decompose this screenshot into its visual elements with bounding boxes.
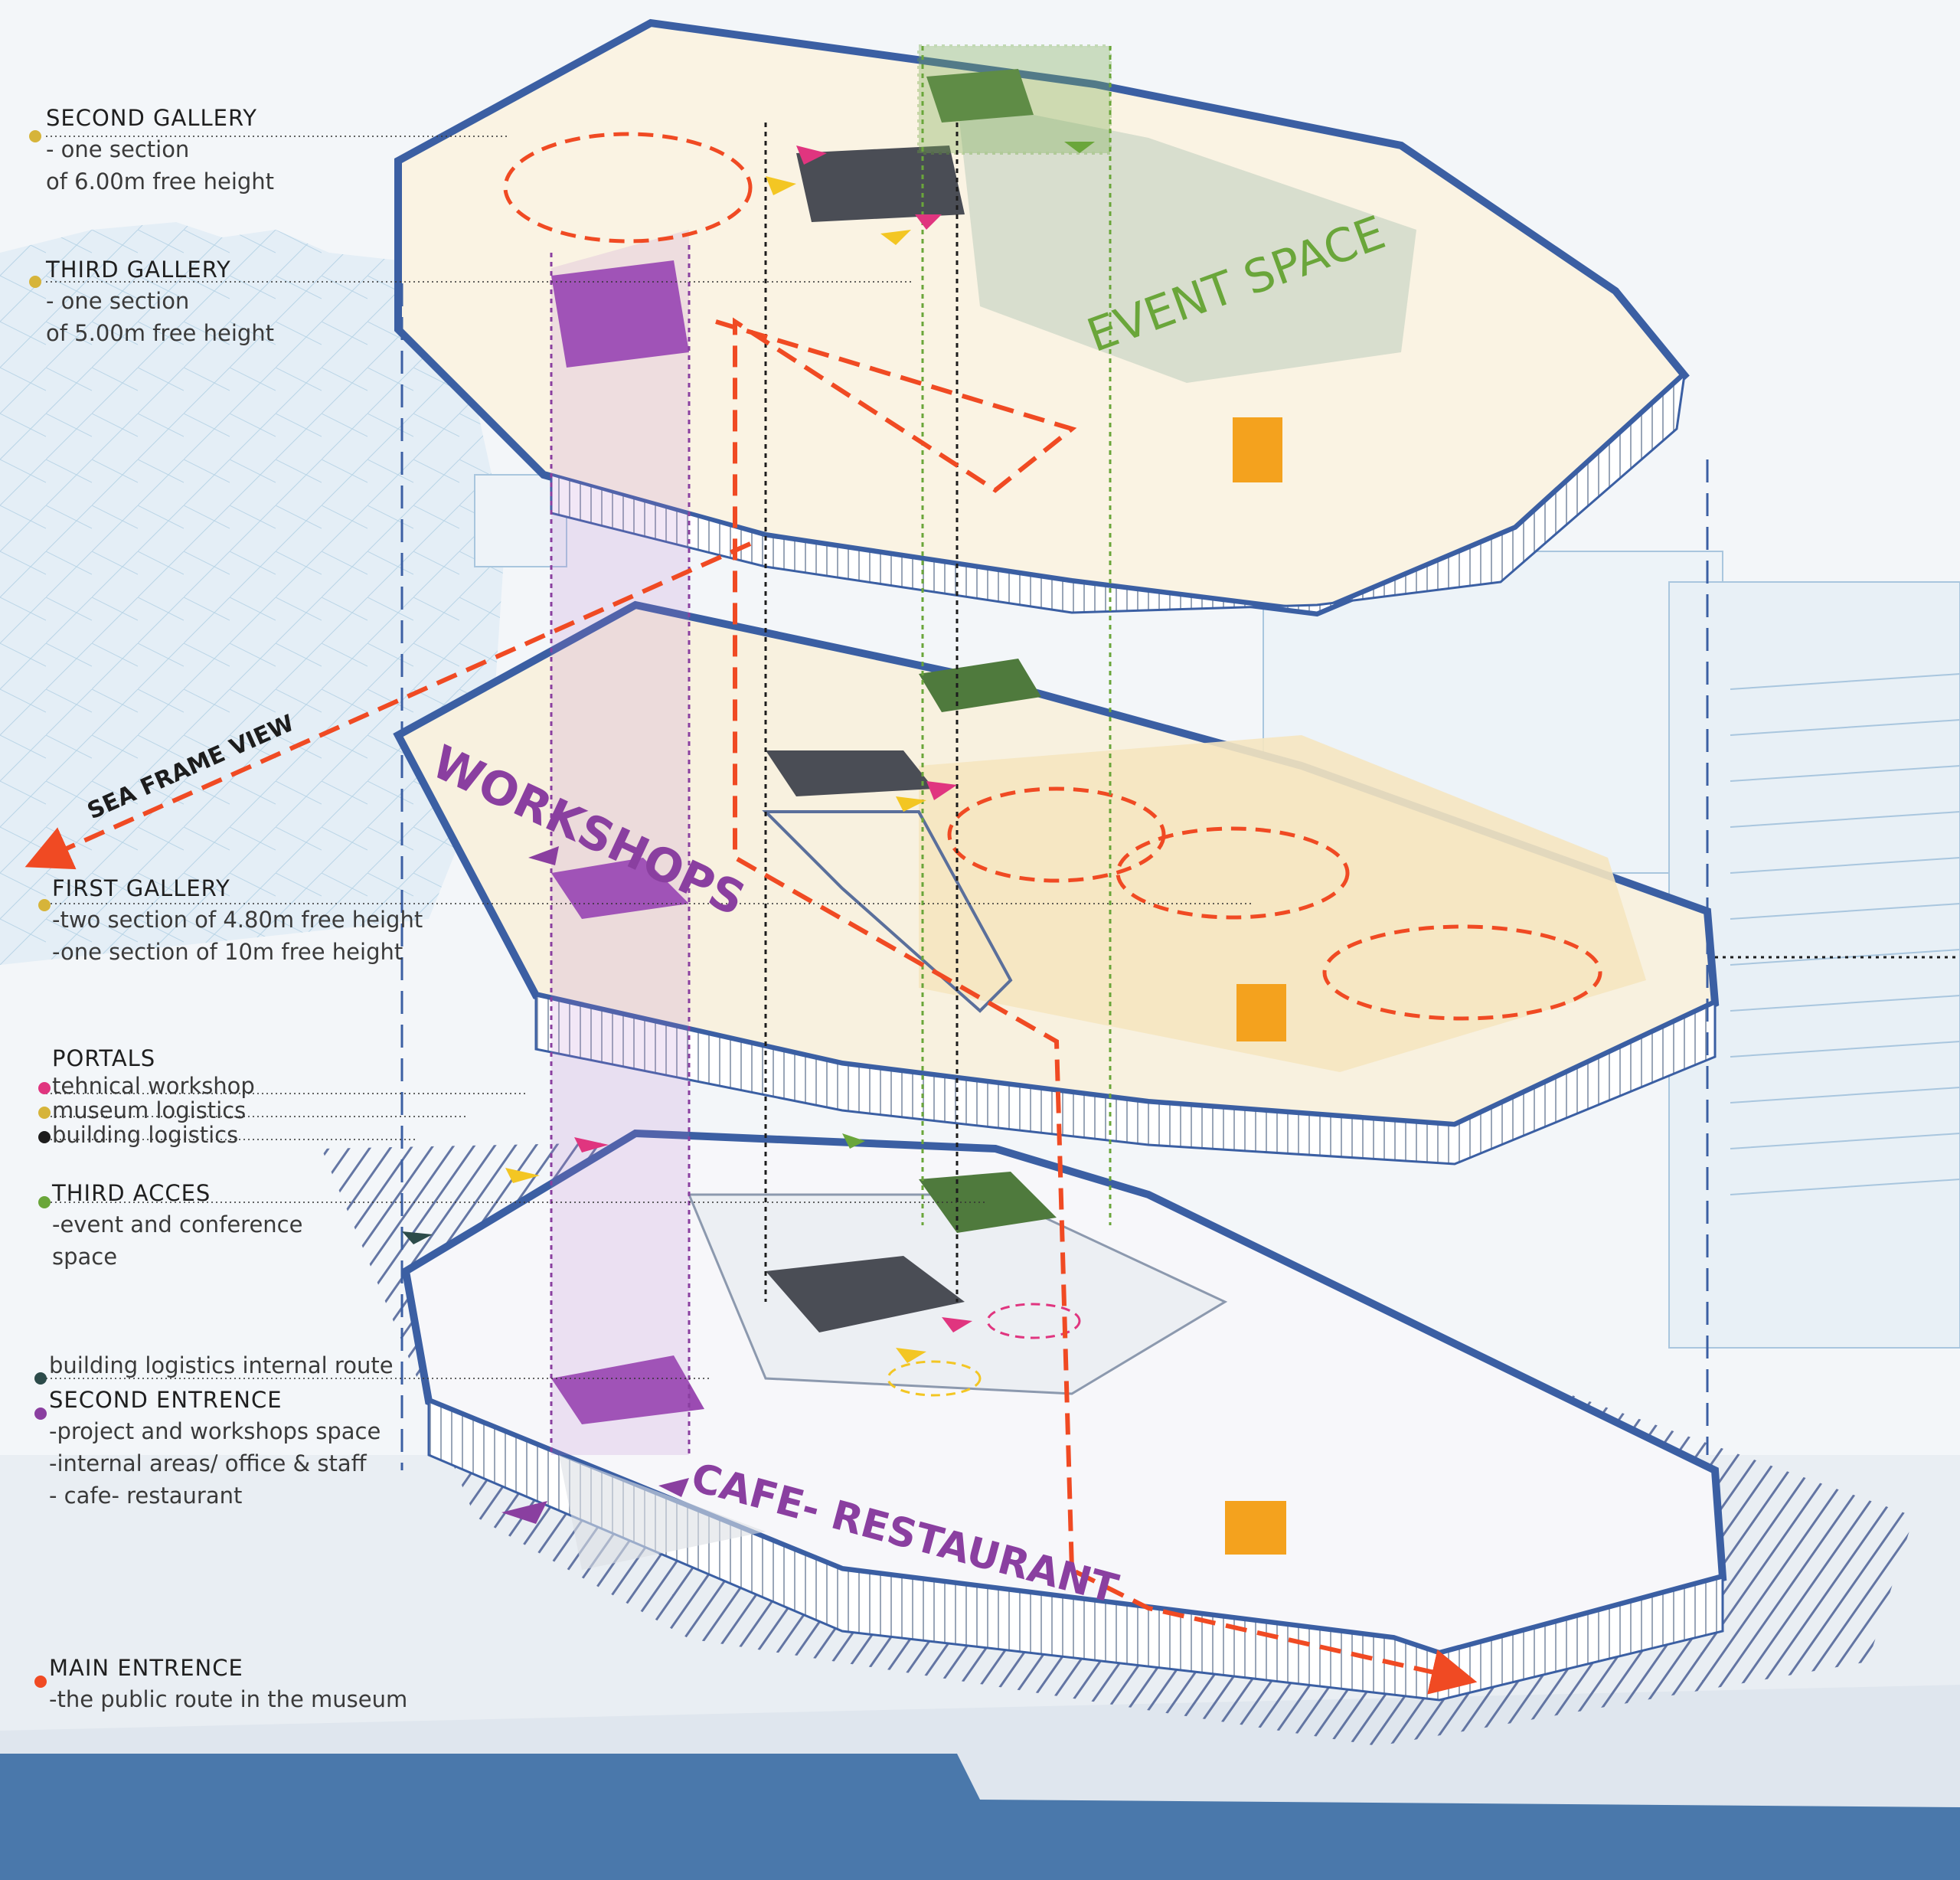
third-access-line-2: space bbox=[52, 1244, 118, 1270]
top-gallery-level bbox=[394, 18, 1690, 1455]
third-access-line-1: -event and conference bbox=[52, 1211, 303, 1238]
portals-legend: PORTALS tehnical workshop museum logisti… bbox=[52, 1043, 255, 1147]
third-access-dot bbox=[38, 1196, 51, 1208]
first-gallery-legend: FIRST GALLERY -two section of 4.80m free… bbox=[52, 873, 423, 968]
third-gallery-line-2: of 5.00m free height bbox=[46, 320, 275, 346]
leader-lines bbox=[46, 136, 1252, 1379]
first-gallery-line-2: -one section of 10m free height bbox=[52, 939, 403, 965]
second-gallery-line-2: of 6.00m free height bbox=[46, 168, 275, 195]
second-entrance-line-1: -project and workshops space bbox=[49, 1418, 381, 1444]
second-gallery-legend: SECOND GALLERY - one section of 6.00m fr… bbox=[46, 103, 274, 198]
second-entrance-line-2: -internal areas/ office & staff bbox=[49, 1450, 367, 1476]
main-entrance-dot bbox=[34, 1676, 47, 1688]
second-gallery-dot bbox=[29, 130, 41, 142]
portal-building-logistics-dot bbox=[38, 1131, 51, 1143]
main-entrance-title: MAIN ENTRENCE bbox=[49, 1655, 243, 1681]
internal-route-title: building logistics internal route bbox=[49, 1352, 394, 1378]
portal-building-logistics: building logistics bbox=[52, 1122, 239, 1148]
first-gallery-dot bbox=[38, 899, 51, 911]
first-gallery-level bbox=[393, 600, 1720, 1166]
portal-markers bbox=[402, 142, 1095, 1524]
third-access-title: THIRD ACCES bbox=[52, 1180, 211, 1206]
main-entrance-legend: MAIN ENTRENCE -the public route in the m… bbox=[49, 1653, 407, 1715]
third-gallery-legend: THIRD GALLERY - one section of 5.00m fre… bbox=[46, 254, 274, 349]
first-gallery-line-1: -two section of 4.80m free height bbox=[52, 907, 423, 933]
second-entrance-line-3: - cafe- restaurant bbox=[49, 1483, 243, 1509]
second-gallery-title: SECOND GALLERY bbox=[46, 105, 258, 131]
main-entrance-line-1: -the public route in the museum bbox=[49, 1686, 408, 1712]
internal-route-legend: building logistics internal route bbox=[49, 1349, 394, 1381]
third-access-legend: THIRD ACCES -event and conference space bbox=[52, 1178, 302, 1273]
internal-route-dot bbox=[34, 1372, 47, 1385]
sea bbox=[0, 1754, 1960, 1880]
portals-title: PORTALS bbox=[52, 1045, 156, 1071]
second-entrance-legend: SECOND ENTRENCE -project and workshops s… bbox=[49, 1385, 381, 1512]
first-gallery-title: FIRST GALLERY bbox=[52, 875, 230, 901]
portal-museum-logistics: museum logistics bbox=[52, 1097, 247, 1123]
portal-technical-workshop-dot bbox=[38, 1082, 51, 1094]
mountain-mesh-background bbox=[0, 222, 505, 965]
second-entrance-title: SECOND ENTRENCE bbox=[49, 1387, 283, 1413]
second-gallery-line-1: - one section bbox=[46, 136, 190, 162]
third-gallery-dot bbox=[29, 276, 41, 288]
ground-floor-level bbox=[322, 1129, 1914, 1746]
third-gallery-title: THIRD GALLERY bbox=[46, 257, 231, 283]
second-entrance-dot bbox=[34, 1408, 47, 1420]
third-gallery-line-1: - one section bbox=[46, 288, 190, 314]
portal-technical-workshop: tehnical workshop bbox=[52, 1073, 255, 1099]
main-public-route bbox=[24, 317, 1478, 1695]
portal-museum-logistics-dot bbox=[38, 1107, 51, 1119]
